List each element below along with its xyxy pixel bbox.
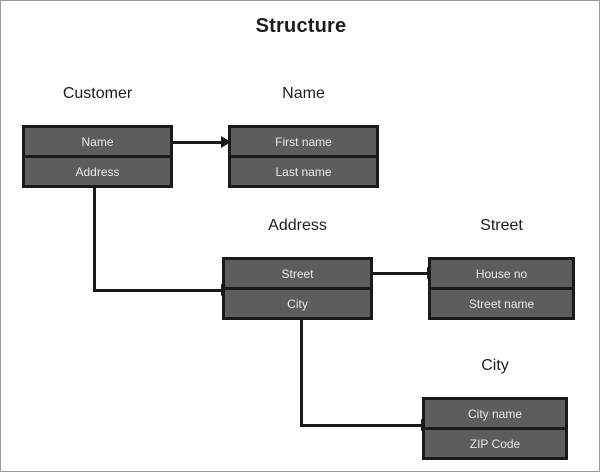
connector-address-street-to-street-line: [372, 272, 430, 275]
connector-customer-address-to-address-vertical: [93, 188, 96, 292]
entity-street-row-house-no[interactable]: House no: [431, 260, 572, 290]
entity-city-row-zip-code[interactable]: ZIP Code: [425, 430, 565, 457]
entity-city-label: City: [481, 357, 509, 374]
entity-street-row-street-name[interactable]: Street name: [431, 290, 572, 317]
entity-customer-label: Customer: [62, 85, 133, 102]
entity-address-row-street[interactable]: Street: [225, 260, 370, 290]
entity-address-label: Address: [268, 217, 327, 234]
connector-address-city-to-city-horizontal: [300, 424, 424, 427]
entity-name-row-last-name[interactable]: Last name: [231, 158, 376, 185]
entity-customer-row-address[interactable]: Address: [25, 158, 170, 185]
entity-street-box[interactable]: House no Street name: [428, 257, 575, 320]
entity-name-label: Name: [282, 85, 325, 102]
entity-city-row-city-name[interactable]: City name: [425, 400, 565, 430]
entity-street-label: Street: [480, 217, 523, 234]
page-title: Structure: [255, 15, 347, 37]
connector-customer-name-to-name-arrowhead: [221, 136, 231, 148]
entity-name-box[interactable]: First name Last name: [228, 125, 379, 188]
connector-customer-name-to-name-line: [172, 141, 224, 144]
entity-address-row-city[interactable]: City: [225, 290, 370, 317]
entity-customer-box[interactable]: Name Address: [22, 125, 173, 188]
connector-address-city-to-city-vertical: [300, 320, 303, 427]
entity-address-box[interactable]: Street City: [222, 257, 373, 320]
entity-customer-row-name[interactable]: Name: [25, 128, 170, 158]
entity-city-box[interactable]: City name ZIP Code: [422, 397, 568, 460]
connector-customer-address-to-address-horizontal: [93, 289, 224, 292]
entity-name-row-first-name[interactable]: First name: [231, 128, 376, 158]
